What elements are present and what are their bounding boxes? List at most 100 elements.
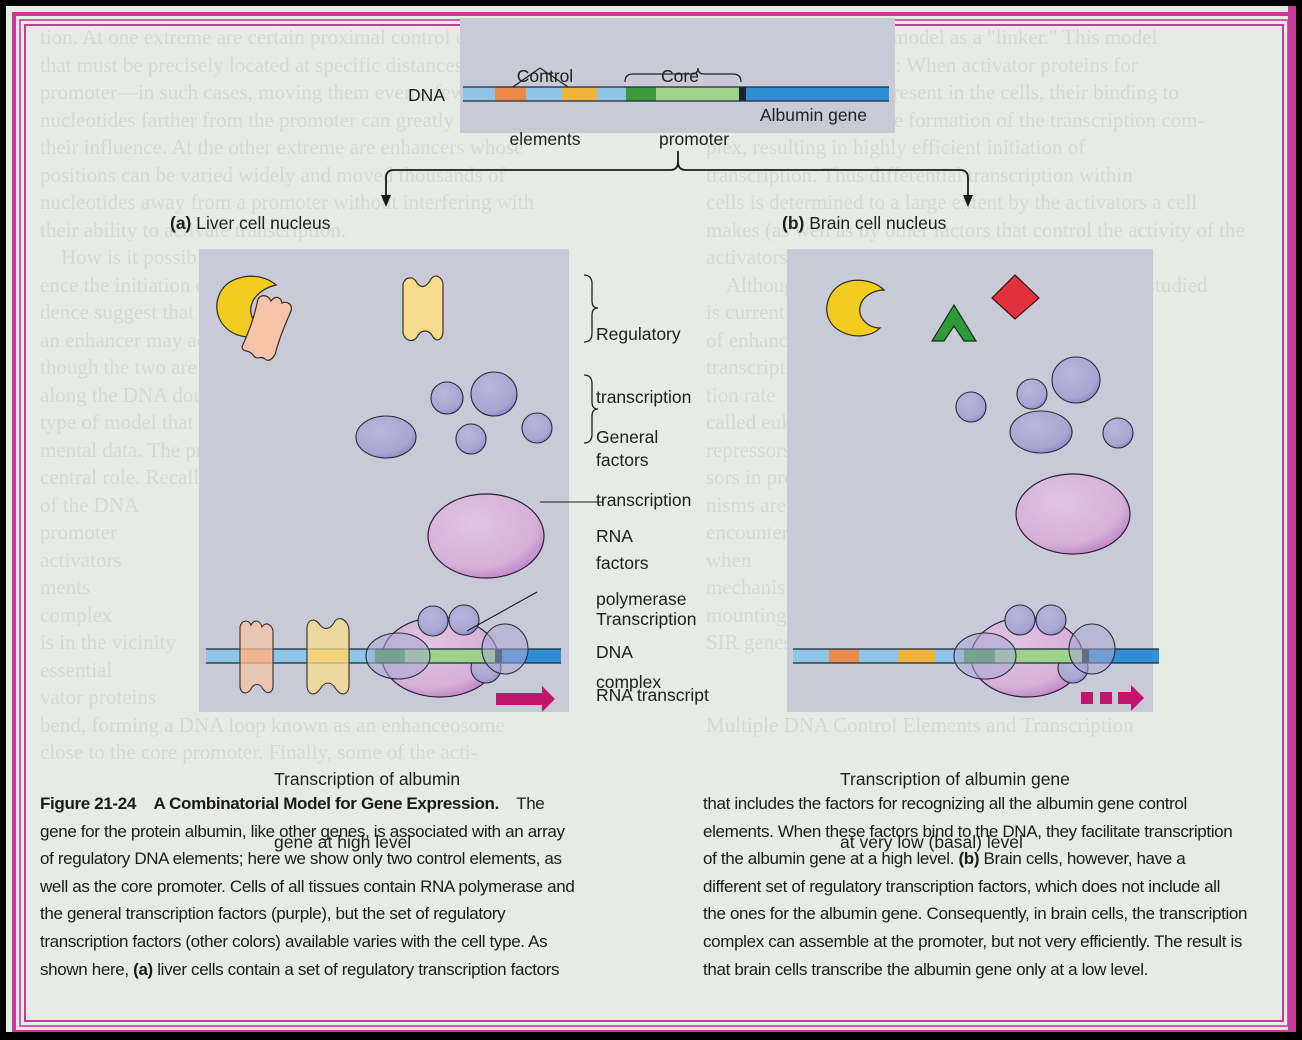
core-promoter-dark [626,87,656,101]
caption-heading-line: Figure 21-24 A Combinatorial Model for G… [40,790,574,818]
label-line: factors [596,450,649,470]
core-promoter-light [995,649,1082,663]
triangle-regulatory-factor [930,303,978,342]
caption-line: elements. When these factors bind to the… [703,821,1233,841]
top-dna-strand [463,86,889,102]
top-dna-label: DNA [408,85,445,105]
caption-line: the general transcription factors (purpl… [40,904,506,924]
textbook-page: tion. At one extreme are certain proxima… [6,6,1296,1032]
label-line: General [596,427,659,447]
general-tf-circle [430,381,464,415]
rna-polymerase-label: RNA polymerase [596,484,686,652]
dna-spacer-segment [526,87,562,101]
general-tf-circle [455,423,487,455]
arrow-to-liver-icon [381,195,391,207]
caption-line: transcription factors (other colors) ava… [40,931,548,951]
transcription-start-site [739,87,746,101]
core-promoter-line1: Core [661,66,699,86]
label-line: RNA [596,526,633,546]
caption-text: liver cells contain a set of regulatory … [152,959,560,979]
label-line: polymerase [596,589,687,609]
caption-line: of regulatory DNA elements; here we show… [40,849,562,869]
general-tf-oval-large [355,415,417,459]
caption-line: gene for the protein albumin, like other… [40,821,565,841]
control-element-yellow [562,87,597,101]
caption-line: well as the core promoter. Cells of all … [40,876,575,896]
general-brace [583,374,599,444]
diamond-regulatory-factor [991,274,1040,320]
rna-polymerase [427,493,545,579]
control-elements-label: Control elements [500,24,590,192]
rna-transcript-label: RNA transcript [596,685,709,705]
general-tf-circle [470,371,518,417]
albumin-gene-label: Albumin gene [760,105,868,125]
general-tf-circle [1102,417,1134,449]
label-line: Transcription [596,609,697,629]
label-line: transcription [596,490,692,510]
label-line: complex [596,672,662,692]
control-elements-line2: elements [509,129,581,149]
core-promoter-line2: promoter [659,129,730,149]
caption-line: complex can assemble at the promoter, bu… [703,931,1243,951]
label-line: transcription [596,387,692,407]
caption-line: different set of regulatory transcriptio… [703,876,1221,896]
dna-spacer-segment [463,87,505,101]
general-tf-circle [1051,356,1101,404]
result-line: Transcription of albumin [274,769,461,789]
crescent-regulatory-factor [826,279,886,337]
regulatory-brace [583,274,599,343]
complex-tf-left [953,632,1017,680]
dna-label-a: DNA [596,642,633,662]
yellow-regulatory-factor [402,275,444,342]
general-tf-circle [955,391,987,423]
control-element-orange [829,649,859,663]
caption-line: the ones for the albumin gene. Consequen… [703,904,1248,924]
result-line: gene at high level [274,832,412,852]
general-tf-circle [521,412,553,444]
panel-a-result: Transcription of albumin gene at high le… [274,727,460,895]
caption-line: that brain cells transcribe the albumin … [703,959,1149,979]
core-promoter-label: Core promoter [659,24,729,192]
rna-polymerase [1015,473,1131,555]
rna-transcript-dashed-arrow-icon [1081,685,1144,711]
transcription-complex-pointer [466,591,538,632]
caption-text: Brain cells, however, have a [979,849,1186,869]
caption-ref-b: (b) [958,849,980,869]
arrow-to-brain-icon [963,195,973,207]
top-dna-panel [460,18,895,133]
right-edge-strip [1288,6,1296,1032]
caption-line: that includes the factors for recognizin… [703,794,1187,813]
label-line: factors [596,553,649,573]
general-tf-circle [1016,378,1048,410]
complex-tf-top [1004,604,1036,636]
label-braces [583,274,599,444]
dna-spacer-segment [597,87,626,101]
complex-tf-top [417,605,449,637]
label-line: Regulatory [596,324,681,344]
albumin-gene-segment [746,87,889,101]
figure-number: Figure 21-24 [40,794,136,813]
panel-a-title: (a) Liver cell nucleus [170,213,331,234]
complex-tf-right [1068,623,1116,675]
core-promoter-brace [624,67,742,83]
bound-peach-factor [239,620,274,694]
top-dna-diagram [381,67,973,207]
figure-title: A Combinatorial Model for Gene Expressio… [153,794,499,813]
control-element-orange [495,87,526,101]
core-promoter-light [656,87,739,101]
rna-transcript-arrow-icon [496,686,555,712]
caption-text: of the albumin gene at a high level. [703,849,959,869]
transcription-complex-label: Transcription complex [596,567,697,735]
general-tf-oval-large [1009,410,1073,454]
regulatory-tf-label: Regulatory transcription factors [596,282,691,513]
caption-text: shown here, [40,959,134,979]
complex-tf-top [448,604,480,636]
panel-b-title: (b) Brain cell nucleus [782,213,946,234]
bound-yellow-factor [306,618,350,695]
panel-a-title-letter: (a) [170,213,192,233]
panel-a-title-text: Liver cell nucleus [191,213,331,233]
panel-b-result: Transcription of albumin gene at very lo… [840,727,1070,895]
complex-tf-right [481,623,529,675]
panel-b-title-text: Brain cell nucleus [804,213,947,233]
figure-caption-right: that includes the factors for recognizin… [703,790,1247,983]
